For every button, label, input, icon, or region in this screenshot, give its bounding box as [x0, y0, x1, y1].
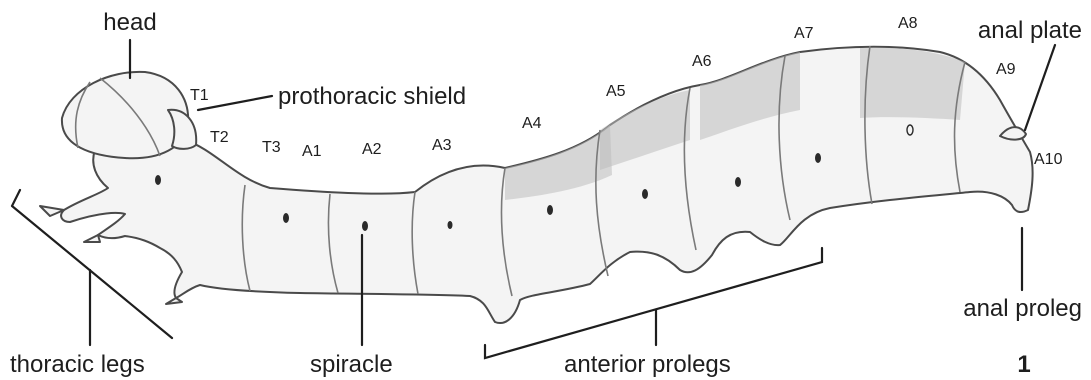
spiracle-a3: [448, 221, 453, 229]
segment-label-a1: A1: [302, 143, 322, 160]
segment-label-a10: A10: [1034, 151, 1063, 168]
label-spiracle: spiracle: [310, 351, 393, 378]
spiracle-a5: [642, 189, 648, 199]
prothoracic-shield-pointer: [198, 96, 272, 110]
segment-label-t1: T1: [190, 87, 209, 104]
segment-label-t3: T3: [262, 139, 281, 156]
spiracle-a6: [735, 177, 741, 187]
segment-label-a8: A8: [898, 15, 918, 32]
label-anal-proleg: anal proleg: [963, 295, 1082, 322]
segment-label-a6: A6: [692, 53, 712, 70]
spiracle-a7: [815, 153, 821, 163]
caterpillar-body: [40, 46, 1033, 323]
label-prothoracic-shield: prothoracic shield: [278, 83, 466, 110]
segment-label-a9: A9: [996, 61, 1016, 78]
label-anal-plate: anal plate: [978, 17, 1082, 44]
segment-label-a2: A2: [362, 141, 382, 158]
segment-label-a7: A7: [794, 25, 814, 42]
label-thoracic-legs: thoracic legs: [10, 351, 145, 378]
label-anterior-prolegs: anterior prolegs: [564, 351, 731, 378]
segment-label-a5: A5: [606, 83, 626, 100]
spiracle-a1: [283, 213, 289, 223]
spiracle-a4: [547, 205, 553, 215]
segment-label-a3: A3: [432, 137, 452, 154]
segment-label-t2: T2: [210, 129, 229, 146]
figure-number: 1: [1017, 351, 1030, 378]
head-capsule: [62, 72, 188, 158]
spiracle-a2: [362, 221, 368, 231]
segment-label-a4: A4: [522, 115, 542, 132]
label-head: head: [103, 9, 156, 36]
anal-plate-pointer: [1025, 45, 1055, 130]
spiracle-t1: [155, 175, 161, 185]
